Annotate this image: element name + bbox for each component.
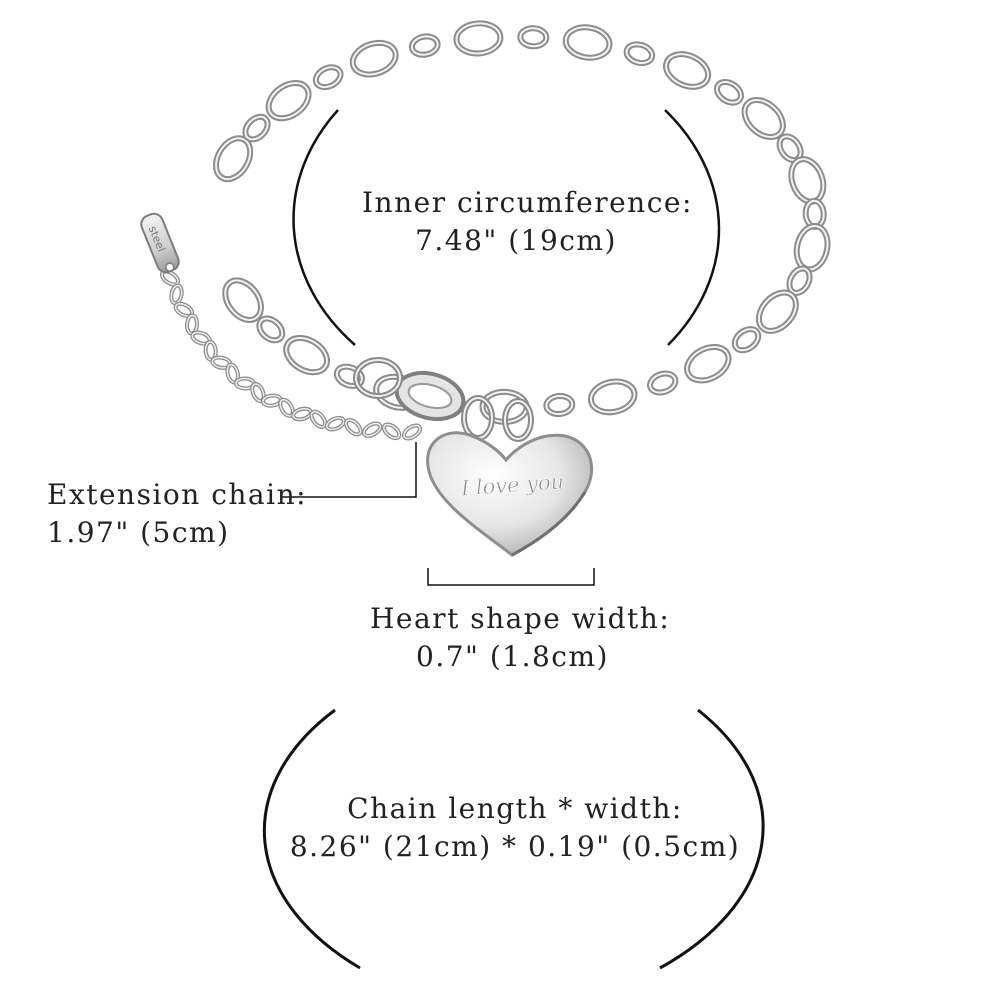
chain-link [562, 24, 613, 61]
heart-width-value: 0.7" (1.8cm) [416, 640, 609, 673]
chain-link [312, 64, 344, 91]
chain-link [517, 25, 550, 50]
lobster-clasp-icon [353, 357, 466, 422]
chain-link [741, 96, 786, 141]
chain-link [623, 41, 656, 67]
inner-circumference-value: 7.48" (19cm) [415, 224, 617, 257]
extension-link [169, 283, 184, 306]
steel-tag: steel [140, 212, 180, 274]
extension-link [159, 269, 181, 287]
chain-length-width-label: Chain length * width: 8.26" (21cm) * 0.1… [280, 790, 750, 866]
chain-link [453, 20, 504, 57]
extension-chain-links [159, 269, 423, 441]
chain-link [587, 378, 638, 416]
chain-link [283, 334, 330, 376]
chain-link [242, 113, 271, 143]
extension-chain-leader-line [282, 442, 417, 498]
heart-width-title: Heart shape width: [370, 602, 671, 635]
chain-length-width-value: 8.26" (21cm) * 0.19" (0.5cm) [289, 830, 741, 863]
heart-width-bracket [427, 568, 595, 586]
extension-chain-value: 1.97" (5cm) [47, 516, 230, 549]
extension-link [343, 417, 363, 437]
heart-width-label: Heart shape width: 0.7" (1.8cm) [370, 600, 671, 676]
extension-link [278, 397, 295, 418]
extension-link [291, 406, 313, 422]
extension-link [361, 421, 383, 438]
inner-circumference-outline [292, 109, 721, 346]
chain-length-width-title: Chain length * width: [347, 792, 683, 825]
chain-link [349, 39, 399, 78]
inner-circumference-title: Inner circumference: [362, 186, 693, 219]
extension-link [401, 423, 423, 441]
heart-pendant-icon: I love you [426, 431, 594, 557]
chain-link [256, 315, 286, 344]
extension-chain-label: Extension chain: 1.97" (5cm) [47, 476, 307, 552]
inner-circumference-label: Inner circumference: 7.48" (19cm) [362, 184, 693, 260]
chain-link [663, 51, 712, 90]
chain-length-outline [262, 708, 765, 970]
chain-link [222, 277, 264, 323]
chain-link [213, 135, 254, 183]
chain-link [647, 370, 679, 396]
chain-link [788, 156, 827, 205]
extension-link [309, 409, 328, 429]
chain-link [684, 343, 732, 384]
chain-link [713, 79, 745, 106]
chain-link [333, 363, 365, 389]
extension-link [324, 415, 346, 432]
extension-chain-title: Extension chain: [47, 478, 308, 511]
chain-link [543, 392, 576, 418]
extension-link [381, 422, 402, 441]
chain-link [755, 289, 799, 334]
chain-link [731, 326, 762, 354]
chain-link [265, 79, 312, 122]
chain-link [408, 33, 441, 58]
chain-link [786, 265, 813, 296]
chain-link [793, 222, 831, 273]
